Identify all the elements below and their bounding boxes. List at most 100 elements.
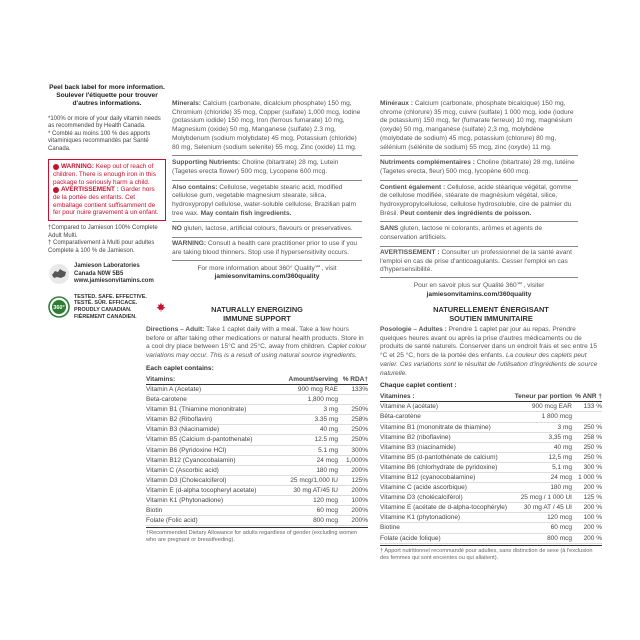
table-row: Vitamine B5 (d-pantothénate de calcium)1…	[380, 452, 602, 463]
also-en-bold: May contain fish ingredients.	[200, 209, 292, 217]
supplement-facts-en: NATURALLY ENERGIZING IMMUNE SUPPORT Dire…	[146, 305, 368, 544]
vitamin-name: Vitamine K1 (phytonadione)	[380, 512, 513, 524]
vitamin-rda: 300%	[338, 445, 368, 456]
company-name: Jamieson Laboratories	[74, 263, 140, 270]
vitamin-name: Vitamin B3 (Niacinamide)	[146, 424, 279, 436]
warning-note-fr-label: AVERTISSEMENT :	[380, 248, 440, 256]
vitamin-name: Vitamine B3 (niacinamide)	[380, 442, 513, 453]
supplement-facts-fr: NATURELLEMENT ÉNERGISANT SOUTIEN IMMUNIT…	[380, 305, 602, 562]
vitamin-rda	[572, 411, 602, 423]
col-rda: % RDA†	[338, 374, 368, 385]
contains-fr: Chaque caplet contient :	[380, 382, 457, 390]
compared-note-fr: † Comparativement à Multi pour adultes C…	[48, 240, 155, 254]
vitamin-rda: 250%	[338, 404, 368, 416]
vitamin-amount: 180 mg	[512, 482, 572, 494]
minerals-fr-text: Calcium (carbonate, phosphate bicalcique…	[380, 100, 574, 151]
vitamin-rda: 250%	[338, 434, 368, 446]
contains-en: Each caplet contains:	[146, 364, 214, 372]
panel-title-fr: NATURELLEMENT ÉNERGISANT SOUTIEN IMMUNIT…	[380, 305, 602, 323]
vitamin-amount: 3.35 mg	[278, 414, 338, 426]
no-en-label: NO	[172, 225, 182, 233]
vitamin-name: Vitamine E (acétate de d-alpha-tocophéry…	[380, 502, 513, 514]
vitamin-rda: 200%	[338, 515, 368, 527]
vitamin-amount: 60 mcg	[278, 505, 338, 517]
footnote-en: †Recommended Dietary Allowance for adult…	[146, 527, 368, 544]
ingredients-fr: Minéraux : Calcium (carbonate, phosphate…	[380, 100, 578, 299]
warning-note-en-text: Consult a health care practitioner prior…	[172, 240, 358, 256]
supporting-fr: Nutriments complémentaires : Choline (bi…	[380, 159, 578, 176]
vitamin-name: Folate (Folic acid)	[146, 515, 279, 527]
vitamin-name: Vitamine B1 (mononitrate de thiamine)	[380, 422, 513, 433]
more-info-fr-url[interactable]: jamiesonvitamins.com/360quality	[426, 290, 532, 298]
also-fr-label: Contient également :	[380, 183, 446, 191]
table-row: Vitamine E (acétate de d-alpha-tocophéry…	[380, 502, 602, 514]
vitamin-amount: 120 mcg	[512, 512, 572, 524]
warning-en-text: Keep out of reach of children. There is …	[53, 163, 156, 186]
no-contents-en: NO gluten, lactose, artificial colours, …	[172, 225, 362, 234]
panel-title-fr-line2: SOUTIEN IMMUNITAIRE	[449, 313, 533, 323]
vitamin-rda: 100 %	[572, 512, 602, 524]
vitamin-amount: 900 mcg RAE	[278, 384, 338, 396]
vitamin-rda: 133%	[338, 384, 368, 396]
vitamin-amount: 180 mg	[278, 465, 338, 476]
directions-en-italic: Caplet colour variations may occur. This…	[146, 343, 367, 360]
vitamin-rda: 200 %	[572, 522, 602, 534]
vitamin-amount: 12.5 mg	[278, 434, 338, 446]
warning-fr-text: Garder hors de la portée des enfants. Ce…	[53, 186, 159, 217]
compared-note-en: †Compared to Jamieson 100% Complete Adul…	[48, 225, 158, 239]
vitamin-amount: 60 mcg	[512, 522, 572, 534]
vitamin-table-fr: Vitamines : Teneur par portion % ANR † V…	[380, 392, 602, 544]
vitamin-rda	[338, 394, 368, 406]
warning-box: WARNING: Keep out of reach of children. …	[48, 159, 166, 222]
also-fr-text: Cellulose, acide stéarique végétal, gomm…	[380, 183, 572, 217]
table-row: Vitamine B1 (mononitrate de thiamine)3 m…	[380, 422, 602, 433]
vitamin-amount: 24 mcg	[512, 472, 572, 484]
vitamin-rda: 250 %	[572, 442, 602, 453]
minerals-en-text: Calcium (carbonate, dicalcium phosphate)…	[172, 100, 361, 151]
company-address: Canada N0W 5B5	[74, 270, 124, 277]
vitamin-name: Vitamin K1 (Phytonadione)	[146, 495, 279, 507]
minerals-en-label: Minerals:	[172, 100, 201, 107]
left-column: Peel back label for more information. So…	[48, 84, 166, 321]
badge-text: TESTED. SAFE. EFFECTIVE. TESTÉ. SÛR. EFF…	[74, 293, 147, 320]
also-en-text: Cellulose, vegetable stearic acid, modif…	[172, 183, 356, 217]
table-header: Vitamins: Amount/serving % RDA†	[146, 374, 368, 385]
canada-map-icon	[49, 264, 69, 285]
vitamin-name: Beta-carotene	[146, 394, 279, 406]
warning-note-fr-text: Consulter un professionnel de la santé a…	[380, 248, 572, 274]
minerals-fr-label: Minéraux :	[380, 100, 413, 107]
warning-icon	[53, 186, 59, 193]
divider	[172, 155, 362, 157]
vitamin-name: Vitamin B2 (Riboflavin)	[146, 414, 279, 426]
vitamin-name: Vitamine C (acide ascorbique)	[380, 482, 513, 494]
divider	[172, 221, 362, 223]
quality-360-logo: 360°	[48, 296, 70, 318]
no-en-text: gluten, lactose, artificial colours, fla…	[183, 225, 353, 233]
vitamin-name: Vitamine A (acétate)	[380, 401, 513, 413]
vitamin-amount: 3,35 mg	[512, 432, 572, 443]
col-vitamines: Vitamines :	[380, 392, 513, 403]
vitamin-rda: 300 %	[572, 462, 602, 474]
vitamin-amount: 12,5 mg	[512, 452, 572, 463]
also-contains-fr: Contient également : Cellulose, acide st…	[380, 184, 578, 219]
vitamin-name: Biotin	[146, 505, 279, 517]
divider	[380, 221, 578, 223]
vitamin-name: Vitamine B12 (cyanocobalamine)	[380, 472, 513, 484]
vitamin-name: Vitamin D3 (Cholecalciferol)	[146, 475, 279, 486]
vitamin-amount: 25 mcg/1,000 IU	[278, 475, 338, 486]
directions-fr: Posologie – Adultes : Prendre 1 caplet p…	[380, 326, 602, 378]
col-teneur: Teneur par portion	[512, 392, 572, 403]
supporting-fr-label: Nutriments complémentaires :	[380, 159, 475, 167]
no-fr-label: SANS	[380, 225, 399, 233]
vitamin-name: Vitamin E (d-alpha tocopheryl acetate)	[146, 485, 279, 496]
vitamin-rda: 1,000%	[338, 455, 368, 466]
more-info-en-url[interactable]: jamiesonvitamins.com/360quality	[214, 273, 320, 281]
panel-title-fr-line1: NATURELLEMENT ÉNERGISANT	[433, 305, 549, 314]
table-row: Vitamin B5 (Calcium d-pantothenate)12.5 …	[146, 434, 368, 446]
minerals-fr: Minéraux : Calcium (carbonate, phosphate…	[380, 100, 578, 152]
